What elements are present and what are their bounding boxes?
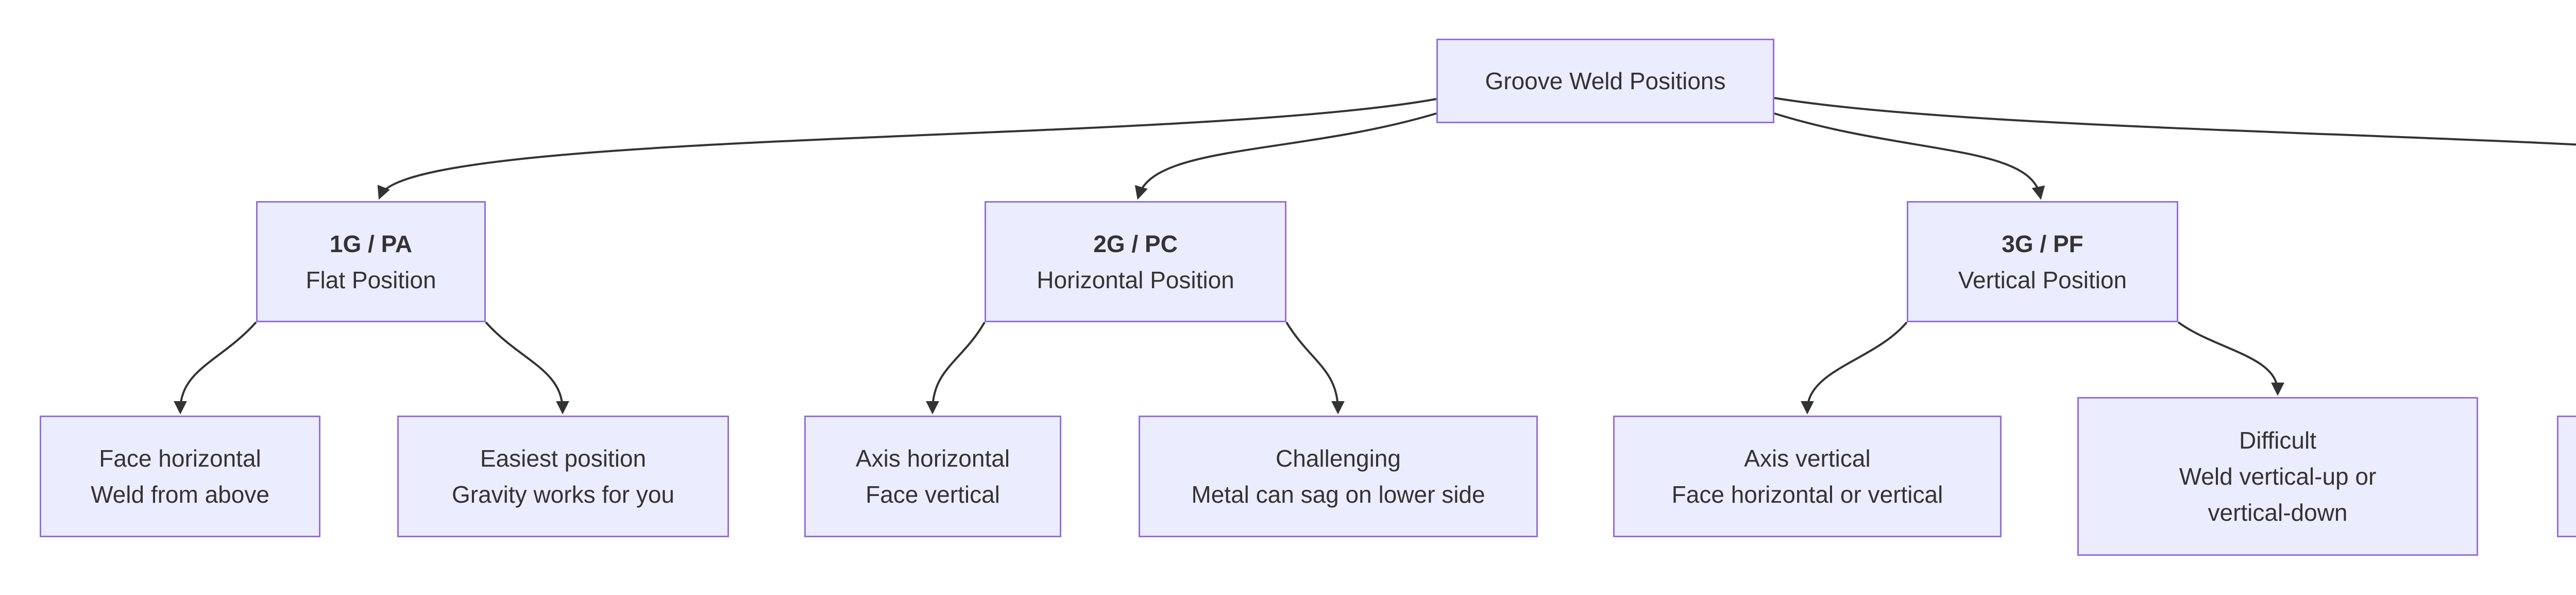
node-easiest-position-gravity-works: Easiest position Gravity works for you [397, 416, 729, 537]
node-1g-pa-flat-position: 1G / PA Flat Position [256, 201, 486, 322]
edge-root-to-2g-pc [1134, 112, 1437, 200]
node-groove-weld-positions: Groove Weld Positions [1436, 39, 1774, 123]
node-line-1: Axis vertical [1744, 445, 1871, 472]
node-line-2: Gravity works for you [452, 481, 674, 508]
node-line-1: Challenging [1276, 445, 1401, 472]
edge-root-to-1g-pa [377, 98, 1437, 200]
edge-3g-to-difficult [2177, 321, 2284, 396]
node-3g-pf-vertical-position: 3G / PF Vertical Position [1907, 201, 2178, 322]
edge-3g-to-axis-vertical [1801, 321, 1908, 415]
node-2g-pc-horizontal-position: 2G / PC Horizontal Position [985, 201, 1286, 322]
node-line-1: Face horizontal [99, 445, 261, 472]
node-label: Horizontal Position [1037, 266, 1234, 293]
edge-1g-to-easiest-position [485, 321, 569, 415]
edge-root-to-3g-pf [1774, 112, 2045, 200]
node-label: Vertical Position [1958, 266, 2127, 293]
edge-1g-to-face-horizontal [174, 321, 257, 415]
node-face-horizontal-weld-from-above: Face horizontal Weld from above [40, 416, 320, 537]
node-face-horizontal-weld-from-underneath: Face horizontal Weld from underneath [2557, 416, 2576, 537]
node-line-3: vertical-down [2208, 499, 2348, 526]
edge-2g-to-axis-horizontal [926, 322, 986, 415]
node-line-2: Weld from above [91, 481, 269, 508]
node-line-2: Metal can sag on lower side [1191, 481, 1485, 508]
node-code: 2G / PC [1093, 230, 1178, 257]
node-challenging-metal-can-sag: Challenging Metal can sag on lower side [1139, 416, 1538, 537]
node-axis-vertical-face-horizontal-or-vertical: Axis vertical Face horizontal or vertica… [1613, 416, 2002, 537]
node-line-1: Easiest position [480, 445, 647, 472]
node-line-2: Face vertical [866, 481, 1000, 508]
node-line-2: Weld vertical-up or [2179, 463, 2377, 490]
node-line-2: Face horizontal or vertical [1671, 481, 1943, 508]
node-line-1: Difficult [2239, 427, 2316, 454]
node-label: Flat Position [306, 266, 436, 293]
node-code: 3G / PF [2002, 230, 2083, 257]
edge-2g-to-challenging [1285, 321, 1345, 415]
node-code: 1G / PA [329, 230, 413, 257]
node-line-1: Axis horizontal [855, 445, 1010, 472]
node-difficult-weld-vertical-up-or-down: Difficult Weld vertical-up or vertical-d… [2077, 397, 2478, 556]
node-axis-horizontal-face-vertical: Axis horizontal Face vertical [804, 416, 1061, 537]
node-label: Groove Weld Positions [1485, 68, 1726, 94]
edge-root-to-4g-pe [1774, 97, 2576, 146]
